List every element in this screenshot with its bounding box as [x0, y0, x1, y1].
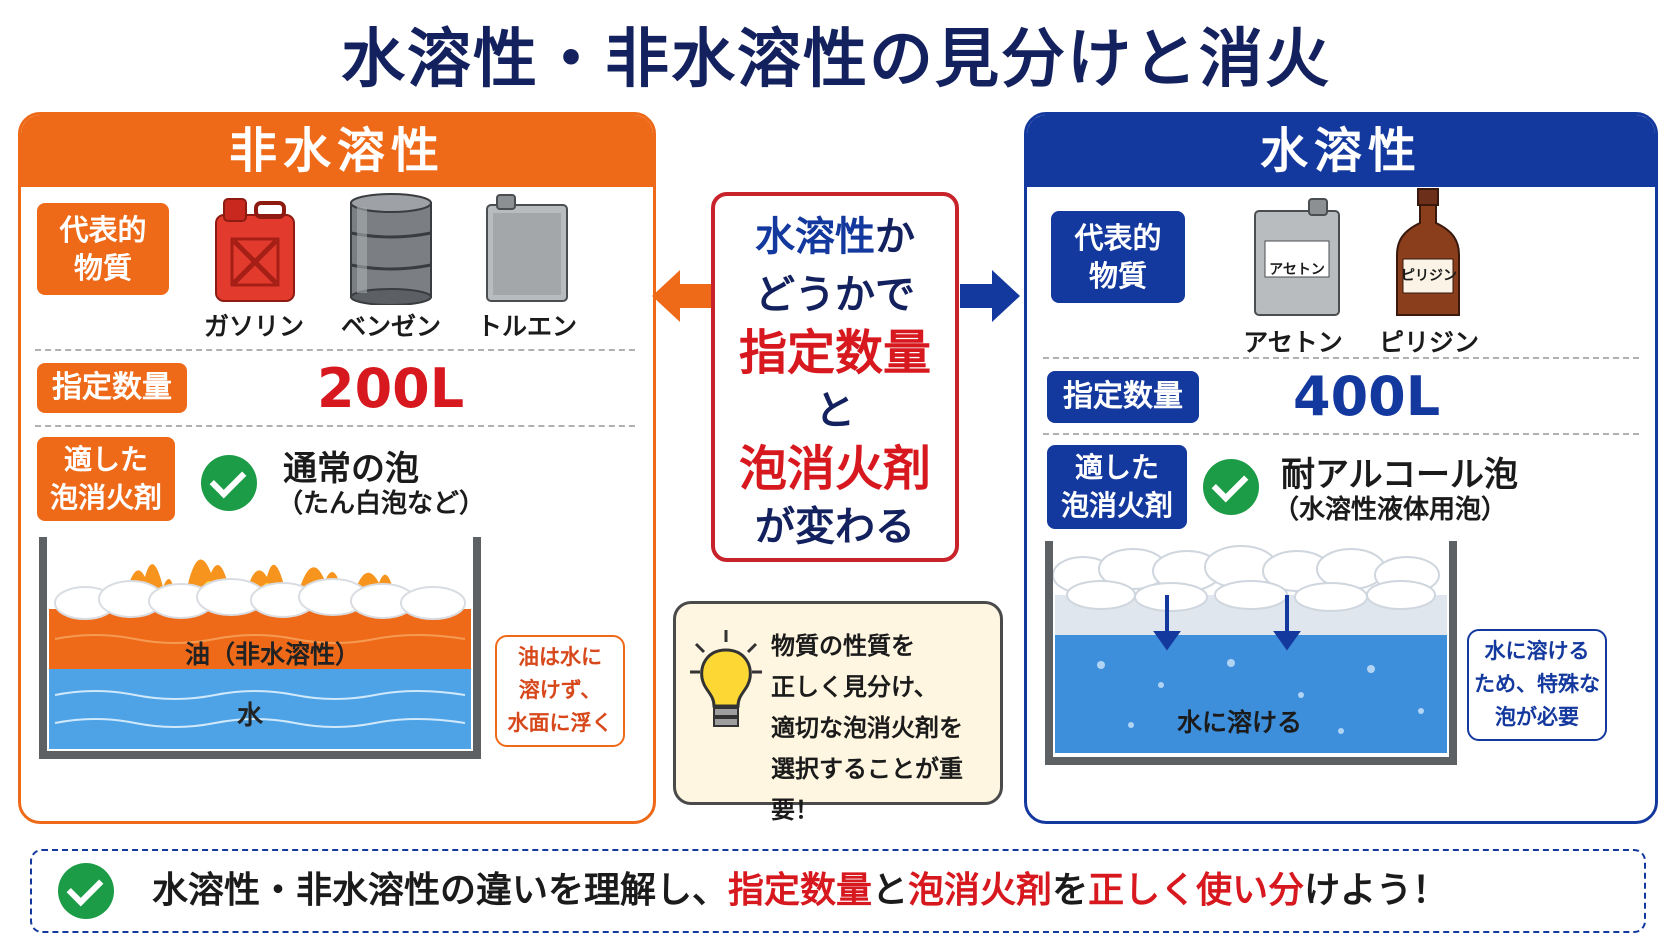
- tag-representative-substances: 代表的 物質: [1051, 211, 1185, 303]
- note-line: 泡が必要: [1495, 705, 1579, 729]
- foam: [54, 578, 466, 620]
- summary-highlight: 泡消火剤: [908, 870, 1053, 911]
- water-label: 水: [237, 701, 264, 731]
- tag-designated-quantity: 指定数量: [37, 363, 187, 413]
- water-note-bubble: 水に溶ける ため、特殊な 泡が必要: [1467, 629, 1607, 741]
- tip-box: 物質の性質を 正しく見分け、 適切な泡消火剤を 選択することが重要！: [673, 601, 1003, 824]
- divider: [35, 349, 635, 351]
- substance-acetone: アセトン: [1243, 328, 1343, 357]
- tip-line: 選択することが重要！: [771, 755, 963, 824]
- tag-line: 代表的: [59, 213, 147, 247]
- tip-text: 物質の性質を 正しく見分け、 適切な泡消火剤を 選択することが重要！: [771, 626, 996, 831]
- tip-line: 適切な泡消火剤を: [771, 714, 963, 742]
- center-line-3: 指定数量: [738, 325, 931, 381]
- check-icon: [1203, 459, 1259, 515]
- suitable-foam-name: 通常の泡: [283, 449, 419, 489]
- note-line: 水面に浮く: [507, 711, 613, 735]
- pyridine-bottle-label: ピリジン: [1401, 268, 1457, 284]
- tag-line: 泡消火剤: [1060, 489, 1173, 522]
- note-line: 油は水に: [518, 645, 602, 669]
- substance-pyridine: ピリジン: [1378, 328, 1479, 357]
- center-line-6: が変わる: [755, 504, 915, 550]
- metal-can-icon: [486, 194, 568, 302]
- summary-part: と: [872, 870, 909, 911]
- page-title: 水溶性・非水溶性の見分けと消火: [341, 23, 1331, 97]
- panel-heading-left: 非水溶性: [21, 115, 653, 187]
- tag-suitable-foam: 適した 泡消火剤: [1047, 445, 1187, 529]
- tag-line: 適した: [63, 443, 148, 476]
- non-water-soluble-panel: 非水溶性 代表的 物質 ガソリン ベンゼン トルエン 指定数量 200L 適した…: [18, 112, 656, 824]
- summary-part: けよう！: [1304, 870, 1449, 911]
- acetone-can-label: アセトン: [1269, 262, 1325, 278]
- check-icon: [58, 863, 114, 919]
- tag-line: 適した: [1074, 451, 1159, 484]
- tag-line: 泡消火剤: [49, 481, 162, 514]
- center-text: か: [875, 214, 915, 260]
- tag-line: 物質: [1088, 259, 1147, 293]
- oil-tank-illustration: [39, 537, 481, 759]
- tag-representative-substances: 代表的 物質: [37, 203, 169, 295]
- suitable-foam-name: 耐アルコール泡: [1281, 455, 1518, 495]
- tip-line: 正しく見分け、: [771, 673, 938, 701]
- drum-icon: [350, 193, 432, 305]
- summary-highlight: 正しく使い分: [1088, 870, 1305, 911]
- tag-suitable-foam: 適した 泡消火剤: [37, 437, 175, 521]
- oil-label: 油（非水溶性）: [185, 640, 361, 669]
- substance-gasoline: ガソリン: [203, 312, 304, 341]
- summary-part: 水溶性・非水溶性の違いを理解し、: [152, 870, 729, 911]
- foam: [1052, 545, 1440, 612]
- designated-quantity-value: 400L: [1293, 365, 1441, 428]
- oil-note-bubble: 油は水に 溶けず、 水面に浮く: [495, 635, 625, 747]
- divider: [1043, 433, 1639, 435]
- lightbulb-icon: [690, 630, 762, 727]
- summary-text: 水溶性・非水溶性の違いを理解し、指定数量と泡消火剤を正しく使い分けよう！: [152, 851, 1448, 931]
- center-line-4: と: [815, 388, 855, 434]
- gasoline-can-icon: [215, 198, 295, 302]
- center-line-5: 泡消火剤: [738, 441, 931, 497]
- summary-banner: 水溶性・非水溶性の違いを理解し、指定数量と泡消火剤を正しく使い分けよう！: [30, 849, 1646, 933]
- arrow-left-icon: [652, 270, 712, 322]
- divider: [1043, 357, 1639, 359]
- check-icon: [201, 455, 257, 511]
- center-line-2: どうかで: [755, 272, 915, 318]
- arrow-right-icon: [960, 270, 1020, 322]
- water-tank-illustration: [1045, 541, 1457, 765]
- panel-heading-right: 水溶性: [1027, 115, 1655, 187]
- divider: [35, 425, 635, 427]
- summary-highlight: 指定数量: [728, 870, 873, 911]
- substance-toluene: トルエン: [476, 312, 577, 341]
- pyridine-bottle-icon: [1396, 188, 1460, 316]
- acetone-can-icon: [1254, 198, 1340, 316]
- tag-line: 物質: [73, 251, 132, 285]
- center-line-1: 水溶性か: [715, 208, 955, 266]
- tag-designated-quantity: 指定数量: [1047, 371, 1199, 423]
- note-line: 水に溶ける: [1484, 639, 1590, 663]
- designated-quantity-value: 200L: [317, 357, 465, 420]
- tag-line: 代表的: [1074, 221, 1162, 255]
- substance-benzene: ベンゼン: [340, 312, 441, 341]
- tip-line: 物質の性質を: [771, 632, 915, 660]
- dissolves-label: 水に溶ける: [1177, 708, 1303, 737]
- water-soluble-panel: 水溶性 代表的 物質 アセトン アセトン ピリジン ピリジン 指定数量 400L…: [1024, 112, 1658, 824]
- key-point-box: 水溶性か どうかで 指定数量 と 泡消火剤 が変わる: [711, 192, 959, 562]
- note-line: 溶けず、: [518, 678, 602, 702]
- suitable-foam-note: （水溶性液体用泡）: [1273, 495, 1508, 525]
- note-line: ため、特殊な: [1474, 672, 1600, 696]
- summary-part: を: [1052, 870, 1089, 911]
- center-highlight: 水溶性: [755, 214, 875, 260]
- suitable-foam-note: （たん白泡など）: [277, 489, 486, 519]
